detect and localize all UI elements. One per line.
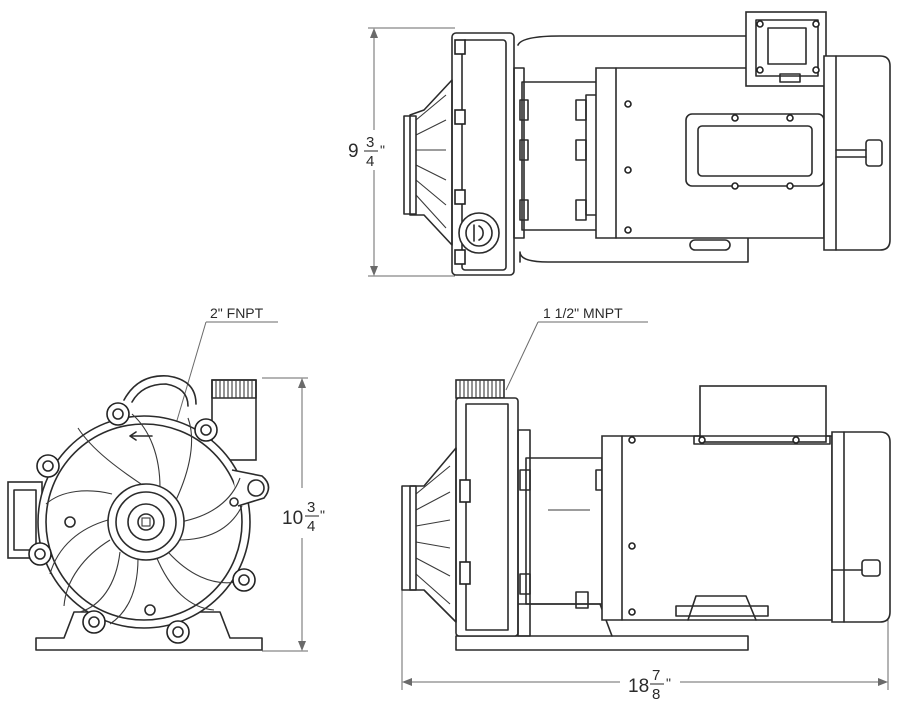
front-view: 2" FNPT 10 3 4 "	[7, 305, 325, 652]
top-view: 9 3 4 "	[348, 11, 891, 277]
top-height-denominator: 4	[366, 153, 374, 170]
front-height-denominator: 4	[307, 518, 315, 535]
front-height-unit: "	[320, 507, 325, 523]
top-height-numerator: 3	[366, 134, 374, 151]
outlet-callout-label: 1 1/2" MNPT	[543, 305, 623, 321]
front-height-dimension: 10 3 4 "	[262, 377, 325, 652]
overall-length-numerator: 7	[652, 667, 660, 684]
impeller-vanes	[45, 413, 243, 625]
top-height-whole: 9	[348, 141, 359, 162]
front-height-numerator: 3	[307, 499, 315, 516]
outlet-callout: 1 1/2" MNPT	[505, 305, 648, 391]
inlet-callout-label: 2" FNPT	[210, 305, 264, 321]
top-height-unit: "	[380, 142, 385, 158]
overall-length-denominator: 8	[652, 686, 660, 703]
top-height-dimension: 9 3 4 "	[348, 27, 455, 277]
side-view: 1 1/2" MNPT 18 7 8 "	[401, 305, 891, 703]
overall-length-whole: 18	[628, 676, 649, 697]
overall-length-unit: "	[666, 675, 671, 691]
front-bolts	[28, 402, 256, 644]
front-height-whole: 10	[282, 508, 303, 529]
